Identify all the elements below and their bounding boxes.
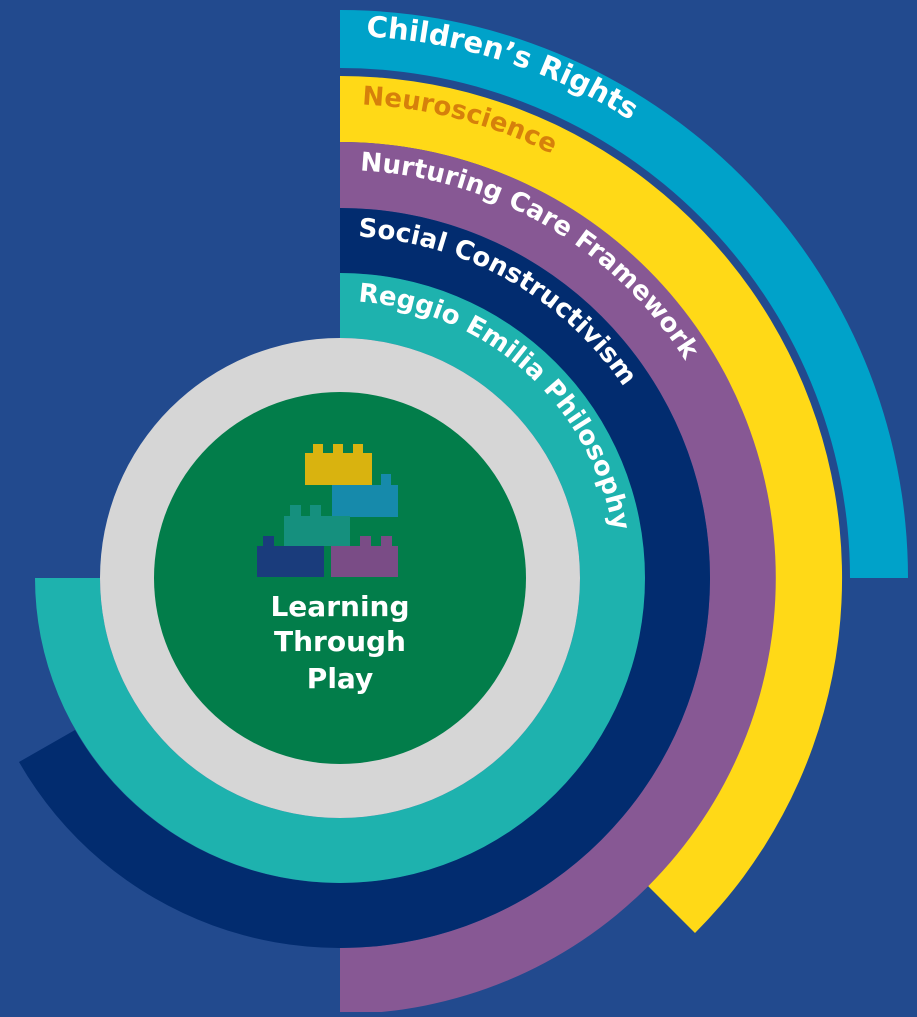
center-title-line-3: Play: [307, 662, 373, 695]
core-circle: [154, 392, 526, 764]
center-title-line-1: Learning: [270, 590, 409, 623]
stacked-blocks-icon: [257, 444, 398, 577]
ring-nurturing-care: [340, 142, 776, 1014]
ring-childrens-rights: [340, 10, 908, 578]
center-title-line-2: Through: [274, 625, 406, 658]
ring-neuroscience: [340, 76, 843, 933]
